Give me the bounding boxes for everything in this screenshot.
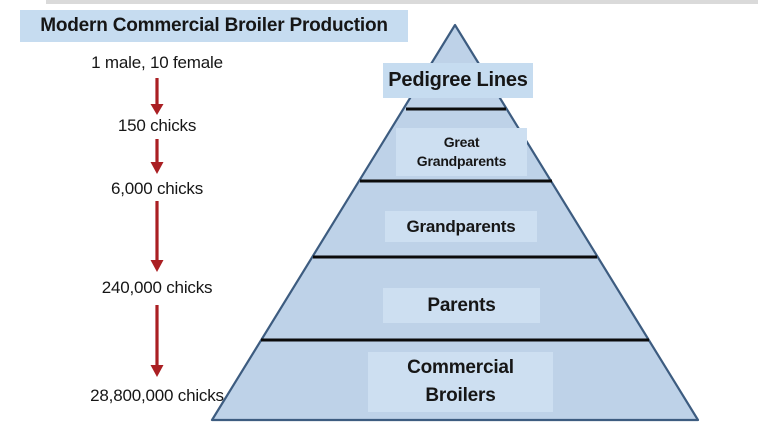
slide-top-border [46, 0, 758, 4]
flow-step-28800000-chicks: 28,800,000 chicks [90, 386, 224, 405]
pyramid-level-commercial-broilers: Commercial Broilers [368, 352, 553, 412]
flow-arrow-3 [150, 201, 164, 272]
pyramid-level-pedigree-lines: Pedigree Lines [383, 63, 533, 98]
pyramid-level-great-grandparents: Great Grandparents [396, 128, 527, 176]
pyramid-level-grandparents: Grandparents [385, 211, 537, 242]
slide-title-box: Modern Commercial Broiler Production [20, 10, 408, 42]
pyramid-level-label: Pedigree Lines [388, 69, 528, 91]
flow-step-pedigree-count: 1 male, 10 female [91, 53, 223, 72]
pyramid-level-label-line: Commercial [407, 357, 514, 378]
pyramid-level-label: Grandparents [406, 216, 516, 236]
pyramid-level-label-line: Grandparents [416, 153, 507, 169]
pyramid-level-label-line: Broilers [425, 385, 496, 406]
flow-arrow-4 [150, 305, 164, 377]
pyramid-level-label: Parents [427, 294, 496, 316]
flow-step-6000-chicks: 6,000 chicks [110, 179, 204, 198]
flow-step-240000-chicks: 240,000 chicks [101, 278, 213, 297]
pyramid-level-parents: Parents [383, 288, 540, 323]
flow-step-150-chicks: 150 chicks [117, 116, 197, 135]
flow-arrow-1 [150, 78, 164, 115]
slide-title: Modern Commercial Broiler Production [40, 15, 388, 36]
pyramid-level-label-line: Great [443, 134, 480, 150]
flow-arrow-2 [150, 139, 164, 174]
